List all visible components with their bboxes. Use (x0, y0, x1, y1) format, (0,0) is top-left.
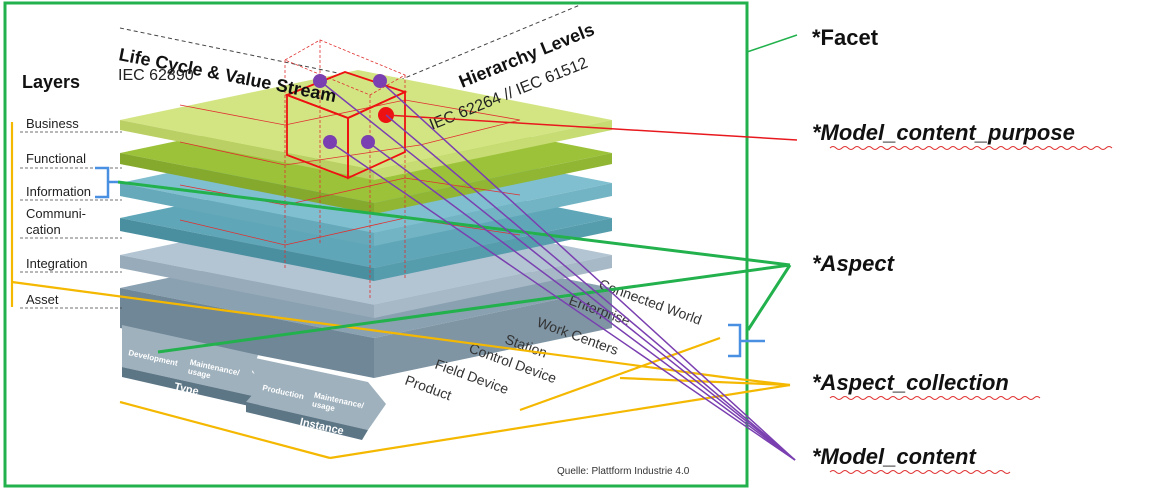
hierarchy-axis-line (399, 4, 581, 81)
lifecycle-standard: IEC 62890 (118, 67, 194, 84)
instance-arrow: Production Maintenance/ usage Instance (246, 356, 386, 440)
aspect-bracket (95, 166, 118, 199)
spellcheck-squiggle (829, 470, 1011, 474)
type-arrow: Development Maintenance/ usage Type (122, 325, 266, 408)
aspect-lines (117, 180, 792, 354)
hierarchy-level-product: Product (403, 372, 454, 404)
callout-facet: *Facet (812, 25, 879, 50)
callout-aspect-collection: *Aspect_collection (812, 370, 1009, 395)
callout-model-content: *Model_content (812, 444, 977, 469)
layer-label-business: Business (26, 116, 79, 131)
model-content-purpose-line (385, 114, 798, 141)
layer-slab-business (120, 70, 612, 180)
spellcheck-squiggle (829, 396, 1041, 400)
layer-label-information: Information (26, 184, 91, 199)
layer-labels: Business Functional Information Communi-… (20, 116, 122, 309)
aspect-collection-lines (10, 122, 791, 460)
layer-label-asset: Asset (26, 292, 59, 307)
layer-label-communication-2: cation (26, 222, 61, 237)
facet-frame (3, 1, 749, 488)
layer-label-communication-1: Communi- (26, 206, 86, 221)
layer-label-integration: Integration (26, 256, 87, 271)
layers-title: Layers (22, 72, 80, 92)
aspect-collection-bracket (728, 323, 765, 358)
layer-label-functional: Functional (26, 151, 86, 166)
red-grid (179, 39, 521, 300)
callout-aspect: *Aspect (812, 251, 896, 276)
type-label: Type (173, 381, 200, 398)
spellcheck-squiggle (829, 146, 1113, 150)
facet-pointer-line (746, 34, 798, 53)
model-content-lines (319, 80, 796, 461)
callout-model-content-purpose: *Model_content_purpose (812, 120, 1075, 145)
source-note: Quelle: Plattform Industrie 4.0 (557, 466, 690, 477)
